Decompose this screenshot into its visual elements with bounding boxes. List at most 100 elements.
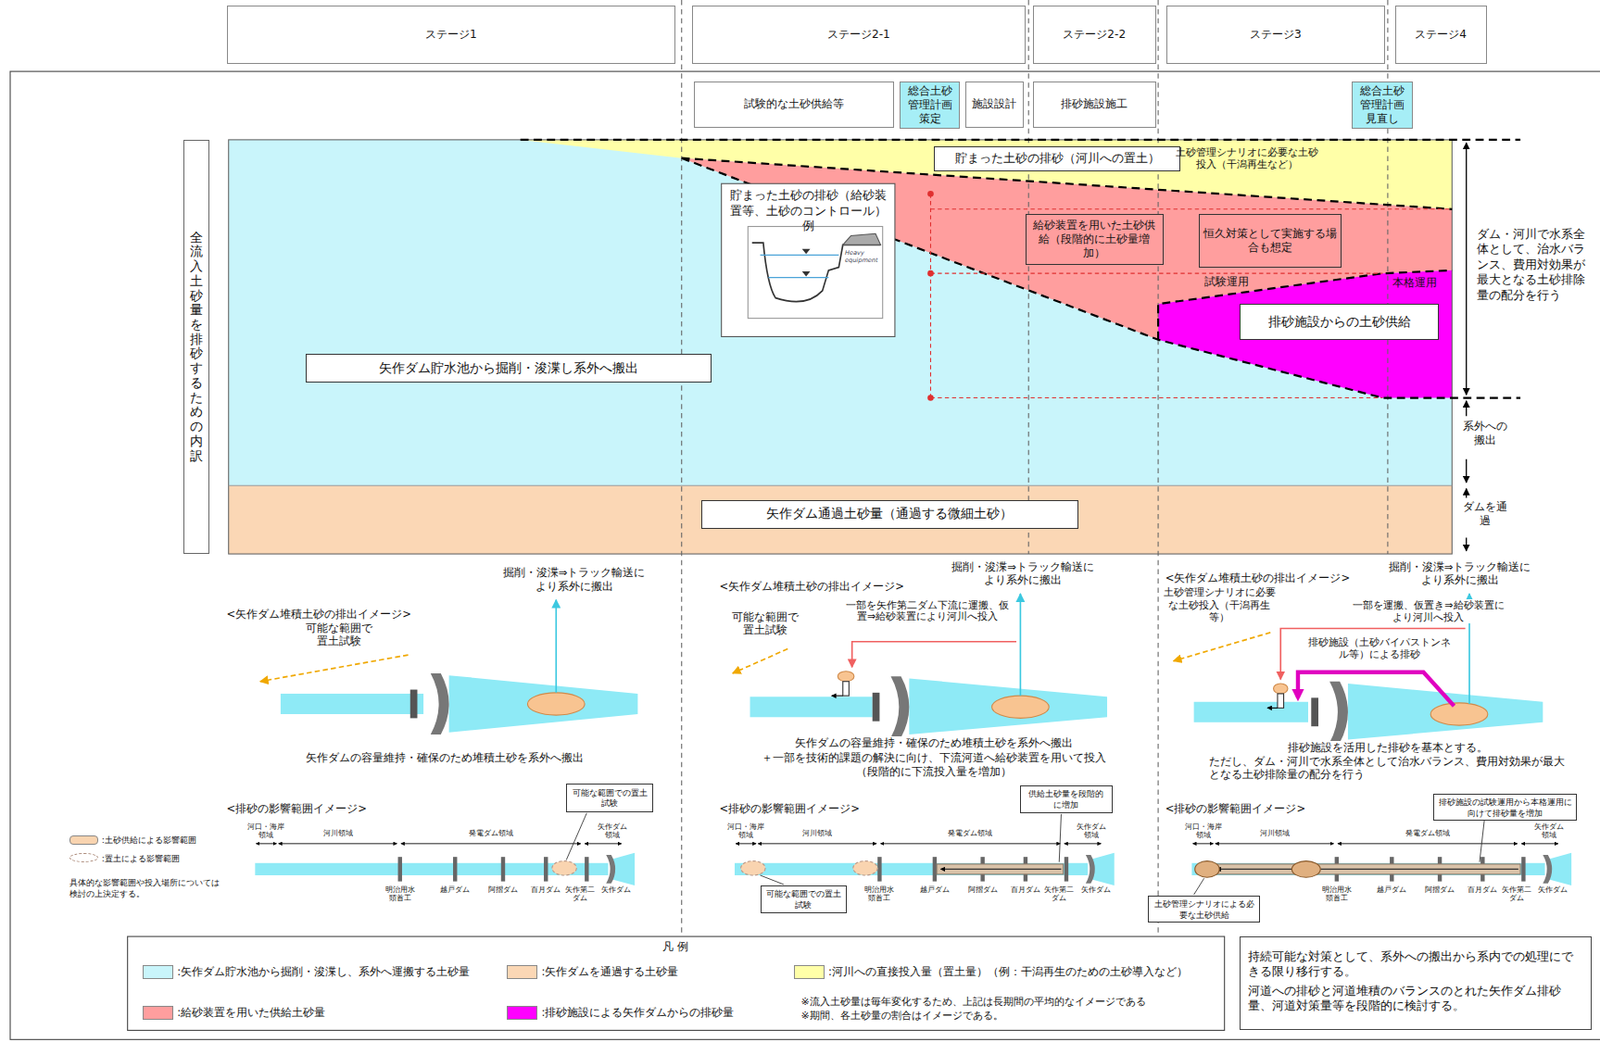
discharge-illustration: [260, 655, 409, 682]
note-label: 越戸ダム: [1376, 885, 1407, 895]
note-label: <矢作ダム堆積土砂の排出イメージ>: [1165, 571, 1350, 585]
note-label: ※期間、各土砂量の割合はイメージである。: [801, 1009, 1004, 1023]
note-label: 矢作第二ダム: [563, 885, 597, 903]
note-label: 河川領域: [1259, 829, 1290, 838]
impact-profile: [940, 869, 1061, 870]
note-label: 矢作ダム: [1537, 885, 1568, 895]
note-label: 阿摺ダム: [968, 885, 998, 895]
note-label: 明治用水頭首工: [383, 885, 417, 903]
band-label-box: 給砂装置を用いた土砂供給（段階的に土砂量増加）: [1025, 214, 1164, 265]
legend-swatch: [506, 965, 538, 980]
impact-profile: [1211, 864, 1521, 875]
impact-profile: [254, 813, 1572, 895]
note-label: <矢作ダム堆積土砂の排出イメージ>: [718, 579, 904, 593]
note-label: 河口・海岸領域: [726, 822, 767, 840]
feeder-illustration: [760, 254, 840, 278]
note-label: 越戸ダム: [919, 885, 950, 895]
note-label: 百月ダム: [1010, 885, 1041, 895]
discharge-illustration: [992, 695, 1050, 719]
discharge-illustration: [280, 693, 424, 715]
impact-profile: [853, 861, 878, 876]
note-label: 矢作ダムの容量維持・確保のため堆積土砂を系外へ搬出: [305, 751, 584, 765]
discharge-illustration: [260, 593, 1543, 744]
note-label: 越戸ダム: [440, 885, 470, 895]
callout-box: 供給土砂量を段階的に増加: [1020, 785, 1112, 814]
legend-text: :置土による影響範囲: [101, 853, 180, 864]
note-label: 矢作ダム領域: [1075, 822, 1109, 840]
box-text: ステージ2-1: [827, 27, 891, 42]
range-arrow: [1465, 142, 1467, 395]
range-arrow: [1465, 537, 1467, 551]
note-label: 系外への搬出: [1459, 419, 1511, 448]
sediment-chart: [681, 158, 1453, 341]
stage-header: ステージ2-1: [692, 5, 1026, 65]
note-label: ※流入土砂量は毎年変化するため、上記は長期間の平均的なイメージである: [801, 995, 1147, 1009]
note-label: 一部を運搬、仮置き⇒給砂装置により河川へ投入: [1351, 599, 1505, 624]
feeder-illustration: [802, 249, 811, 278]
plan-box: 総合土砂管理計画見直し: [1351, 81, 1413, 129]
discharge-illustration: [837, 671, 855, 682]
note-label: 河口・海岸領域: [1183, 822, 1223, 840]
stage-header: ステージ1: [226, 5, 677, 65]
box-text: 土砂管理シナリオによる必要な土砂供給: [1152, 898, 1256, 920]
note-label: 矢作第二ダム: [1042, 885, 1076, 903]
note-label: 阿摺ダム: [1424, 885, 1455, 895]
note-label: 阿摺ダム: [488, 885, 518, 895]
range-arrow: [1465, 489, 1467, 499]
discharge-illustration: [1348, 683, 1543, 741]
note-label: <排砂の影響範囲イメージ>: [226, 802, 367, 816]
box-text: 貯まった土砂の排砂（河川への置土）: [955, 151, 1160, 167]
feeder-illustration: [843, 233, 882, 245]
note-label: 可能な範囲で置土試験: [303, 621, 374, 649]
note-label: 明治用水頭首工: [1320, 885, 1354, 903]
note-label: 土砂管理シナリオに必要な土砂投入（干潟再生など）: [1173, 146, 1323, 173]
discharge-illustration: [750, 696, 873, 718]
red-guide-line: [927, 270, 934, 278]
discharge-illustration: [1430, 703, 1488, 726]
sediment-chart: [228, 485, 1453, 487]
stage-header: ステージ3: [1166, 5, 1386, 65]
discharge-illustration: [831, 695, 844, 697]
legend-swatch: [506, 1006, 538, 1021]
note-label: 明治用水頭首工: [863, 885, 897, 903]
band-label-box: 矢作ダム通過土砂量（通過する微細土砂）: [701, 500, 1080, 530]
box-text: 供給土砂量を段階的に増加: [1024, 788, 1108, 810]
box-text: 排砂施設施工: [1060, 97, 1128, 112]
discharge-illustration: [1329, 681, 1349, 744]
feeder-illustration: [747, 226, 882, 319]
discharge-illustration: [527, 692, 585, 716]
callout-box: 可能な範囲での置土試験: [760, 885, 848, 914]
feeder-illustration: [721, 183, 895, 337]
discharge-illustration: [410, 690, 418, 719]
impact-profile: [936, 864, 1064, 875]
range-arrow: [1465, 401, 1467, 417]
discharge-illustration: [891, 676, 910, 738]
impact-profile: [1195, 861, 1220, 879]
box-text: 恒久対策として実施する場合も想定: [1203, 226, 1337, 255]
note-label: 矢作ダム: [1081, 885, 1111, 895]
note-label: <排砂の影響範囲イメージ>: [718, 802, 859, 816]
note-label: ＋一部を技術的課題の解決に向け、下流河道へ給砂装置を用いて投入: [761, 751, 1107, 765]
discharge-illustration: [1310, 697, 1319, 727]
phase-box: 施設設計: [965, 81, 1024, 128]
sediment-chart: [228, 139, 1453, 486]
discharge-illustration: [852, 642, 1017, 668]
box-text: 総合土砂管理計画策定: [904, 84, 956, 126]
legend-text: :排砂施設による矢作ダムからの排砂量: [541, 1007, 734, 1021]
note-label: 試験運用: [1204, 275, 1249, 289]
discharge-illustration: [1194, 702, 1309, 723]
box-text: 河道への排砂と河道堆積のバランスのとれた矢作ダム排砂量、河道対策量等を段階的に検…: [1247, 983, 1584, 1015]
stage-header: ステージ4: [1395, 5, 1487, 65]
note-label: 一部を矢作第二ダム下流に運搬、仮置⇒給砂装置により河川へ投入: [844, 600, 1010, 624]
note-label: <排砂の影響範囲イメージ>: [1165, 802, 1306, 816]
impact-profile: [566, 813, 1485, 895]
legend-text: :給砂装置を用いた供給土砂量: [176, 1007, 326, 1021]
box-text: 排砂施設の試験運用から本格運用に向けて排砂量を増加: [1437, 796, 1572, 819]
note-label: ダムを通過: [1459, 500, 1511, 529]
discharge-illustration: [1277, 693, 1285, 708]
red-guide-line: [930, 193, 1452, 398]
legend-entry: :河川への直接投入量（置土量）（例：干潟再生のための土砂導入など）: [793, 965, 1188, 980]
legend-entry: :矢作ダム貯水池から掘削・浚渫し、系外へ運搬する土砂量: [142, 965, 470, 980]
discharge-illustration: [1020, 593, 1022, 696]
diagram-drawing: [10, 0, 1600, 1040]
